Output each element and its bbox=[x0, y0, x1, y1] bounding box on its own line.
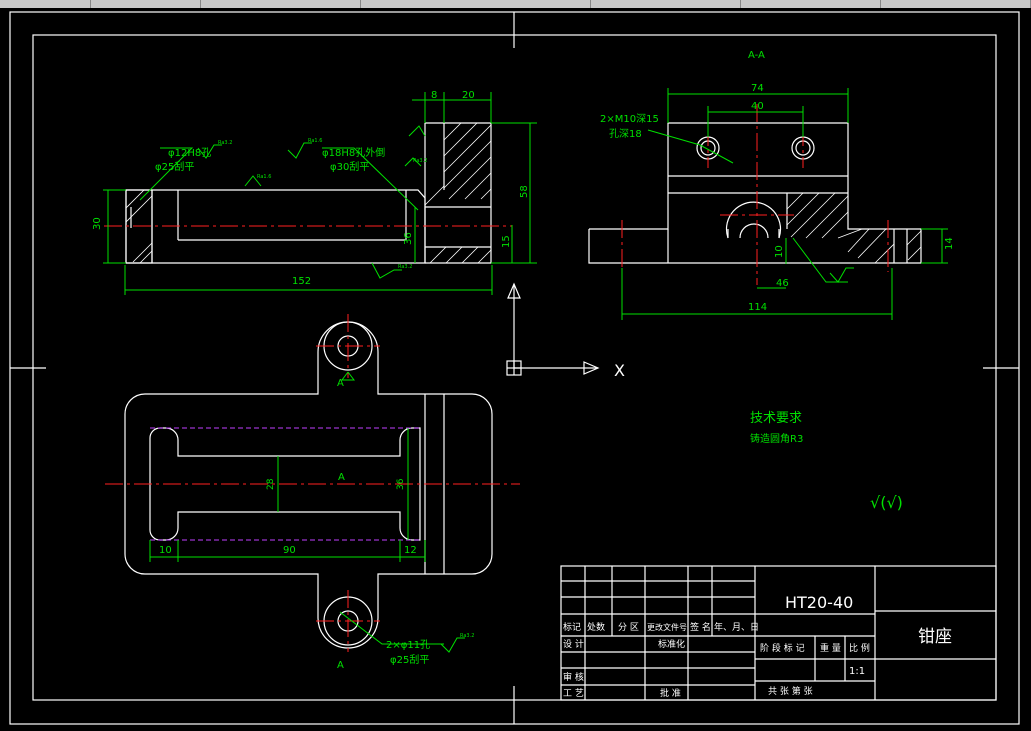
section-view: A-A bbox=[588, 50, 955, 320]
design-label: 设 计 bbox=[563, 638, 584, 650]
note-hole18: φ18H8孔外倒 bbox=[322, 147, 385, 159]
note-hole12: φ12H8孔 bbox=[168, 147, 211, 159]
ratio-label: 比 例 bbox=[849, 642, 870, 654]
dim-b10: 10 bbox=[159, 545, 172, 556]
ra-5: Ra3.2 bbox=[398, 264, 412, 270]
review-label: 审 核 bbox=[563, 671, 584, 683]
ucs-icon bbox=[506, 282, 600, 376]
ra-1: Ra3.2 bbox=[218, 140, 232, 146]
sheets-label: 共 张 第 张 bbox=[768, 685, 813, 697]
dim-b90: 90 bbox=[283, 545, 296, 556]
front-view: φ12H8孔 φ25刮平 Ra3.2 Ra1.6 Ra1.6 φ18H8孔外倒 … bbox=[92, 90, 537, 295]
note-depth18: 孔深18 bbox=[609, 128, 642, 140]
hdr-3: 更改文件号 bbox=[647, 622, 687, 632]
dim-20: 20 bbox=[462, 90, 475, 101]
note-hole11: 2×φ11孔 bbox=[386, 639, 430, 651]
dim-b12: 12 bbox=[404, 545, 417, 556]
section-mark-top: A bbox=[337, 378, 344, 389]
dim-114: 114 bbox=[748, 302, 767, 313]
hdr-0: 标记 bbox=[563, 621, 581, 633]
dim-40: 40 bbox=[751, 101, 764, 112]
dim-36: 36 bbox=[403, 232, 414, 245]
approve-label: 批 准 bbox=[660, 687, 681, 699]
front-hatch bbox=[125, 122, 492, 264]
scale: 1:1 bbox=[849, 666, 865, 677]
ra-6: Ra3.2 bbox=[460, 633, 474, 639]
note-cb25b: φ25刮平 bbox=[390, 653, 429, 666]
centering-marks bbox=[10, 12, 1019, 724]
dim-8: 8 bbox=[431, 90, 437, 101]
part-name: 钳座 bbox=[918, 627, 952, 647]
dim-b36: 36 bbox=[396, 478, 406, 490]
section-label: A-A bbox=[748, 50, 765, 61]
x-axis-label: X bbox=[614, 361, 625, 380]
dim-14: 14 bbox=[944, 237, 955, 250]
tech-title: 技术要求 bbox=[750, 411, 802, 426]
dim-10: 10 bbox=[774, 245, 785, 258]
hdr-5: 年、月、日 bbox=[714, 621, 759, 633]
standard-label: 标准化 bbox=[658, 638, 685, 650]
dim-46: 46 bbox=[776, 278, 789, 289]
note-cb25: φ25刮平 bbox=[155, 160, 194, 173]
dim-74: 74 bbox=[751, 83, 764, 94]
hdr-2: 分 区 bbox=[618, 622, 639, 633]
hdr-4: 签 名 bbox=[690, 621, 711, 633]
note-m10: 2×M10深15 bbox=[600, 113, 659, 125]
weight-label: 重 量 bbox=[820, 642, 841, 654]
section-hatch bbox=[786, 192, 922, 264]
title-block: HT20-40 钳座 1:1 标记 处数 分 区 更改文件号 签 名 年、月、日… bbox=[560, 565, 997, 701]
ra-2: Ra1.6 bbox=[257, 174, 271, 180]
roughness-symbol: √(√) bbox=[870, 493, 903, 512]
dim-30: 30 bbox=[92, 217, 103, 230]
tech-text: 铸造圆角R3 bbox=[750, 432, 803, 445]
note-cb30: φ30刮平 bbox=[330, 160, 369, 173]
top-view: 10 90 12 28 36 A A A 2×φ11孔 φ25刮平 Ra3.2 bbox=[105, 314, 520, 671]
hdr-1: 处数 bbox=[587, 621, 605, 633]
stage-label: 阶 段 标 记 bbox=[760, 642, 805, 654]
ra-3: Ra1.6 bbox=[308, 138, 322, 144]
section-mark-bottom: A bbox=[337, 660, 344, 671]
ra-4: Ra3.2 bbox=[413, 158, 427, 164]
section-mark-mid: A bbox=[338, 472, 345, 483]
material: HT20-40 bbox=[785, 593, 853, 612]
dim-152: 152 bbox=[292, 276, 311, 287]
craft-label: 工 艺 bbox=[563, 688, 584, 699]
dim-58: 58 bbox=[519, 185, 530, 198]
dim-15: 15 bbox=[501, 235, 512, 248]
dim-b28: 28 bbox=[266, 478, 276, 490]
